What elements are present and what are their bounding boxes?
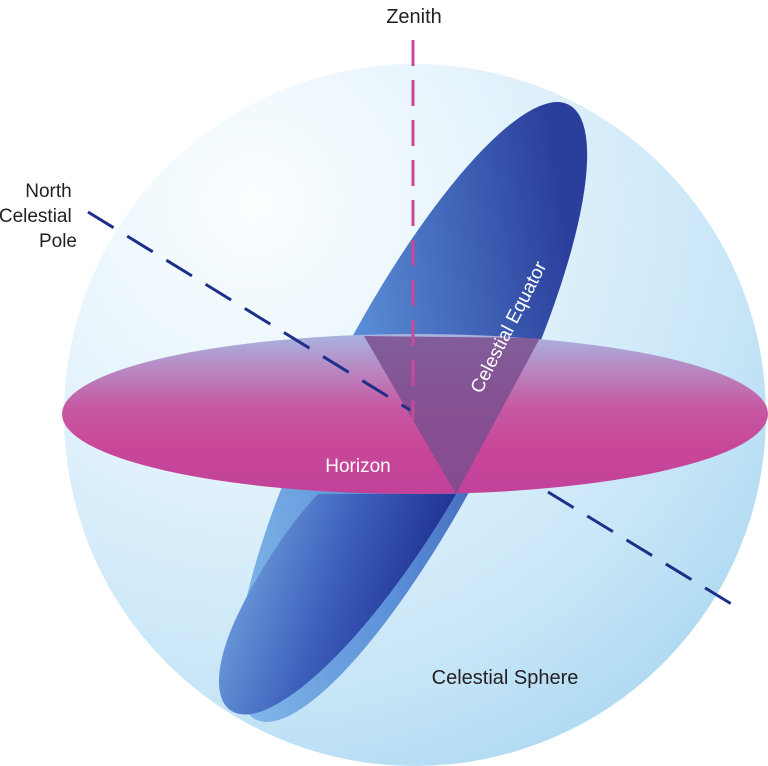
- north-celestial-pole-label: North Celestial Pole: [0, 181, 77, 252]
- zenith-label: Zenith: [386, 6, 442, 28]
- pole-axis-lower: [547, 490, 739, 610]
- celestial-equator-lower: [218, 494, 456, 715]
- ncp-label-line-1: North: [25, 181, 71, 202]
- pole-axis-upper: [87, 210, 411, 412]
- plane-intersection-overlap: [364, 336, 540, 494]
- celestial-sphere-label: Celestial Sphere: [432, 667, 579, 689]
- horizon-label: Horizon: [325, 456, 390, 477]
- ncp-label-line-3: Pole: [39, 231, 77, 252]
- ncp-label-line-2: Celestial: [0, 206, 72, 227]
